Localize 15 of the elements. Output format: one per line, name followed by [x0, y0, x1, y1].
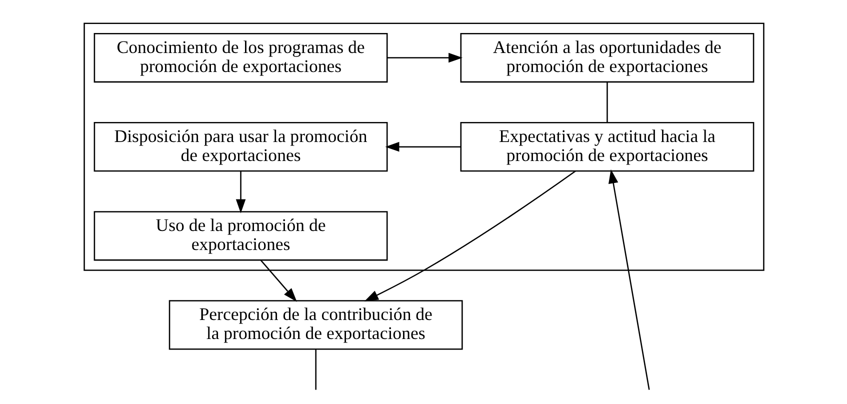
arrow [260, 260, 296, 302]
node-box: Expectativas y actitud hacia la promoción de exportaciones [460, 122, 754, 172]
arrow [364, 170, 576, 302]
arrow [235, 171, 246, 214]
node-box: Disposición para usar la promoción de exportaciones [93, 122, 388, 172]
node-box: Conocimiento de los programas de promoción de exportaciones [93, 32, 388, 83]
node-box: Atención a las oportunidades de promoción de exportaciones [460, 32, 754, 83]
arrow [608, 169, 650, 390]
arrow [386, 52, 462, 63]
connector [314, 349, 316, 390]
arrow [384, 142, 460, 152]
node-box: Percepción de la contribución de la promoción de exportaciones [168, 300, 462, 350]
cluster [83, 22, 764, 271]
node-box: Uso de la promoción de exportaciones [93, 211, 388, 261]
connector [606, 82, 608, 122]
